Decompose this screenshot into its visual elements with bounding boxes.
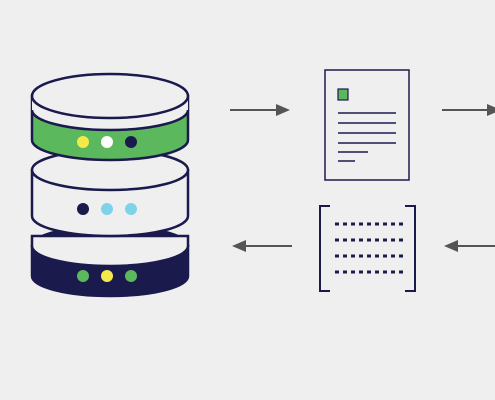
status-dot bbox=[77, 203, 89, 215]
arrow-right-icon bbox=[442, 104, 495, 116]
data-dot bbox=[367, 222, 371, 226]
data-dot bbox=[359, 238, 363, 242]
data-dot bbox=[351, 254, 355, 258]
status-dot bbox=[77, 270, 89, 282]
data-dot bbox=[359, 270, 363, 274]
data-dot bbox=[383, 238, 387, 242]
database-layer-middle bbox=[30, 148, 190, 238]
data-dot bbox=[335, 254, 339, 258]
data-dot bbox=[335, 270, 339, 274]
data-dot bbox=[391, 270, 395, 274]
data-dot bbox=[391, 238, 395, 242]
data-dot bbox=[399, 222, 403, 226]
data-dot bbox=[383, 254, 387, 258]
database-layer-top bbox=[30, 72, 190, 162]
data-dot bbox=[351, 270, 355, 274]
arrow-right-icon bbox=[230, 104, 290, 116]
data-dot bbox=[359, 254, 363, 258]
data-dot-rows bbox=[335, 222, 403, 274]
data-dot bbox=[367, 254, 371, 258]
data-dot bbox=[383, 270, 387, 274]
status-dot bbox=[125, 136, 137, 148]
data-dot bbox=[391, 222, 395, 226]
document-icon bbox=[324, 69, 410, 181]
data-dot bbox=[343, 222, 347, 226]
status-dot bbox=[101, 203, 113, 215]
data-dot bbox=[359, 222, 363, 226]
data-dot bbox=[391, 254, 395, 258]
arrow-left-icon bbox=[232, 240, 292, 252]
data-dot bbox=[383, 222, 387, 226]
data-dot bbox=[375, 270, 379, 274]
data-dot bbox=[399, 238, 403, 242]
status-dot bbox=[77, 136, 89, 148]
data-dot bbox=[351, 238, 355, 242]
data-dot bbox=[343, 254, 347, 258]
data-dot bbox=[399, 254, 403, 258]
data-dot bbox=[351, 222, 355, 226]
data-dot bbox=[343, 238, 347, 242]
status-dot bbox=[125, 203, 137, 215]
status-dot bbox=[125, 270, 137, 282]
arrow-left-icon bbox=[444, 240, 495, 252]
data-dot bbox=[399, 270, 403, 274]
status-dot bbox=[101, 270, 113, 282]
data-dot bbox=[375, 254, 379, 258]
data-dot bbox=[375, 238, 379, 242]
bracketed-data-icon bbox=[319, 205, 416, 292]
data-dot bbox=[367, 270, 371, 274]
data-dot bbox=[335, 222, 339, 226]
data-dot bbox=[367, 238, 371, 242]
database-icon bbox=[30, 72, 190, 298]
data-dot bbox=[335, 238, 339, 242]
data-dot bbox=[375, 222, 379, 226]
status-dot bbox=[101, 136, 113, 148]
data-dot bbox=[343, 270, 347, 274]
